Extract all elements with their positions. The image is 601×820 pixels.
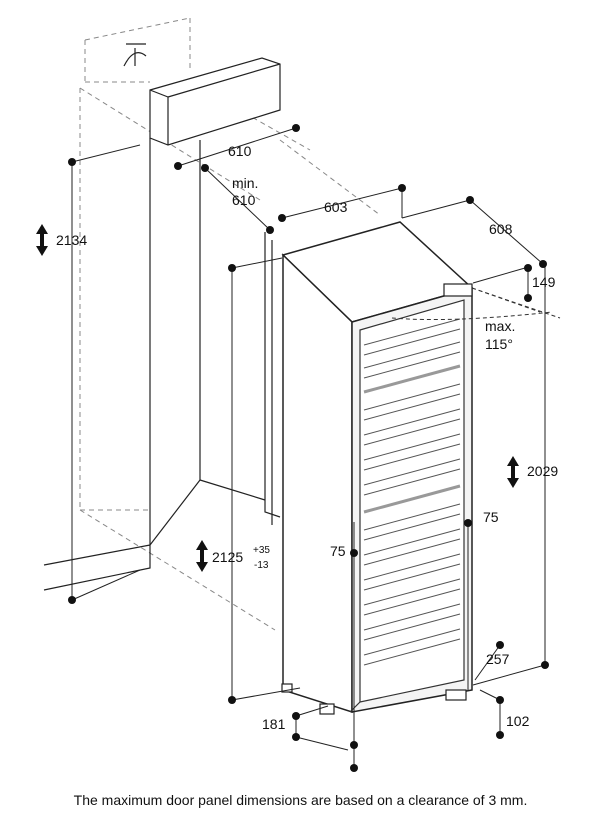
- dim-cabinet-height: 2029: [527, 463, 558, 479]
- dim-door-angle-value: 115°: [485, 336, 513, 352]
- dim-niche-height-range: 2125: [212, 549, 243, 565]
- dim-niche-min-value: 610: [232, 192, 256, 208]
- dim-cabinet-depth: 608: [489, 221, 513, 237]
- dimension-lines: [71, 127, 546, 765]
- shelves: [363, 318, 461, 666]
- hinge-and-feet: [281, 283, 473, 715]
- height-arrow-icons: [36, 224, 519, 572]
- dimension-markers: [68, 124, 549, 772]
- dim-niche-width: 610: [228, 143, 252, 159]
- dim-door-angle-label: max.: [485, 318, 515, 334]
- side-wall-right: [199, 232, 281, 525]
- dim-side-gap-right: 75: [483, 509, 499, 525]
- dim-plinth-depth: 181: [262, 716, 286, 732]
- dim-bottom-offset: 257: [486, 651, 510, 667]
- ceiling-panel: [149, 57, 281, 146]
- dim-top-offset: 149: [532, 274, 556, 290]
- dim-cabinet-width: 603: [324, 199, 348, 215]
- dim-tolerance-plus: +35: [253, 545, 270, 556]
- dim-tolerance-minus: -13: [254, 560, 269, 571]
- dim-niche-height: 2134: [56, 232, 87, 248]
- dim-side-gap-left: 75: [330, 543, 346, 559]
- power-socket-icon: [123, 43, 147, 67]
- dim-foot-offset: 102: [506, 713, 530, 729]
- dim-niche-min-label: min.: [232, 175, 258, 191]
- glass-door: [349, 299, 465, 713]
- side-wall-left: [43, 138, 201, 591]
- caption-note: The maximum door panel dimensions are ba…: [73, 792, 528, 808]
